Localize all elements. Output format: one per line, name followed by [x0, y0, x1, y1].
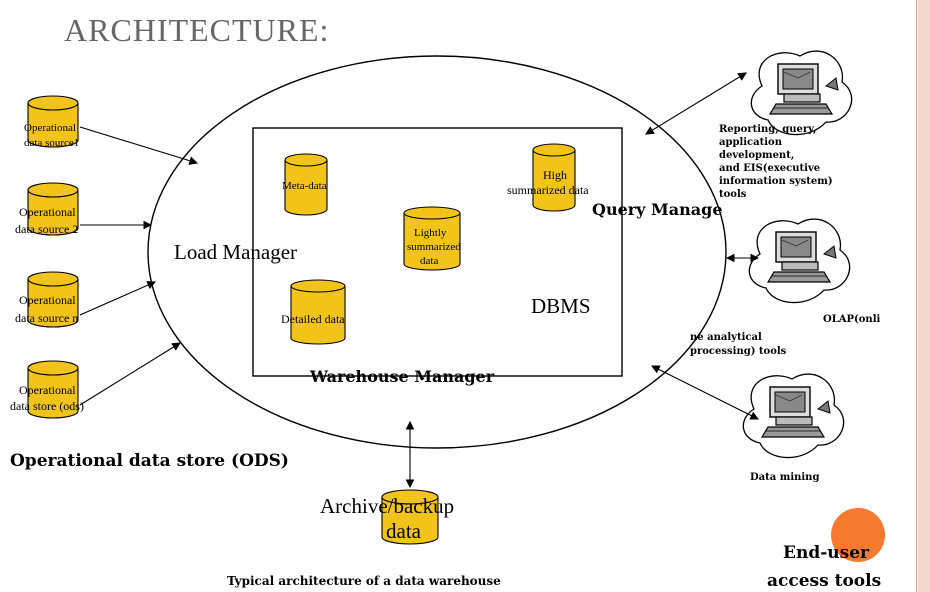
end-user-label-line2: access tools [767, 571, 881, 591]
lightly-summarized-cylinder [403, 206, 461, 271]
dbms-label: DBMS [531, 294, 591, 318]
archive-cylinder [381, 489, 439, 545]
reporting-label-4: and EIS(executive [719, 163, 820, 174]
load-manager-label: Load Manager [174, 240, 297, 264]
source-n-label-line1: Operational [19, 293, 76, 307]
reporting-label-1: Reporting, query, [719, 124, 816, 135]
arrow-data-mining [651, 365, 759, 420]
meta-data-cylinder [284, 153, 328, 216]
lightly-summarized-label-line2: summarized [407, 241, 461, 253]
archive-label-line2: data [386, 519, 422, 543]
source1-label-line1: Operational [24, 122, 76, 134]
lightly-summarized-label-line1: Lightly [414, 227, 447, 239]
archive-label-line1: Archive/backup [320, 494, 454, 518]
detailed-data-cylinder [290, 279, 346, 345]
slide-edge-bar [918, 0, 930, 592]
high-summarized-label-line1: High [543, 168, 567, 182]
query-manager-label: Query Manage [592, 200, 723, 219]
end-user-label-line1: End-user [783, 543, 870, 563]
ods-label-line2: data store (ods) [10, 399, 84, 413]
reporting-computer-icon [750, 50, 853, 136]
source2-label-line1: Operational [19, 205, 76, 219]
reporting-label-5: information system) [719, 176, 833, 187]
data-mining-computer-icon [742, 373, 845, 459]
meta-data-label: Meta-data [282, 180, 327, 192]
source-cylinder-2 [27, 182, 79, 236]
source-cylinder-n [27, 271, 79, 328]
arrow-source1 [79, 126, 199, 165]
lightly-summarized-label-line3: data [420, 255, 438, 267]
olap-computer-icon [748, 218, 851, 304]
source2-label-line2: data source 2 [15, 222, 78, 236]
slide-edge-line [916, 0, 917, 592]
data-mining-label: Data mining [750, 472, 819, 483]
reporting-label-3: development, [719, 150, 794, 161]
high-summarized-label-line2: summarized data [507, 183, 589, 197]
arrow-source-n [79, 281, 157, 316]
arrow-ods [79, 342, 181, 406]
source1-label-line2: data source1 [24, 137, 79, 149]
ods-caption: Operational data store (ODS) [10, 451, 289, 471]
warehouse-manager-label: Warehouse Manager [309, 367, 495, 386]
ods-cylinder [27, 360, 79, 419]
dbms-box [252, 127, 623, 377]
source-cylinder-1 [27, 95, 79, 148]
olap-label-3: processing) tools [690, 346, 787, 357]
page-title: ARCHITECTURE: [64, 12, 329, 48]
arrow-reporting [645, 72, 747, 135]
olap-label-2: ne analytical [690, 332, 762, 343]
reporting-label-6: tools [719, 189, 747, 200]
olap-label-1: OLAP(onli [823, 314, 880, 325]
source-n-label-line2: data source n [15, 311, 78, 325]
high-summarized-cylinder [532, 143, 576, 212]
accent-circle [831, 508, 885, 562]
diagram-caption: Typical architecture of a data warehouse [227, 574, 501, 588]
reporting-label-2: application [719, 137, 783, 148]
ods-label-line1: Operational [19, 383, 76, 397]
detailed-data-label: Detailed data [281, 312, 345, 326]
warehouse-ellipse [147, 55, 727, 449]
